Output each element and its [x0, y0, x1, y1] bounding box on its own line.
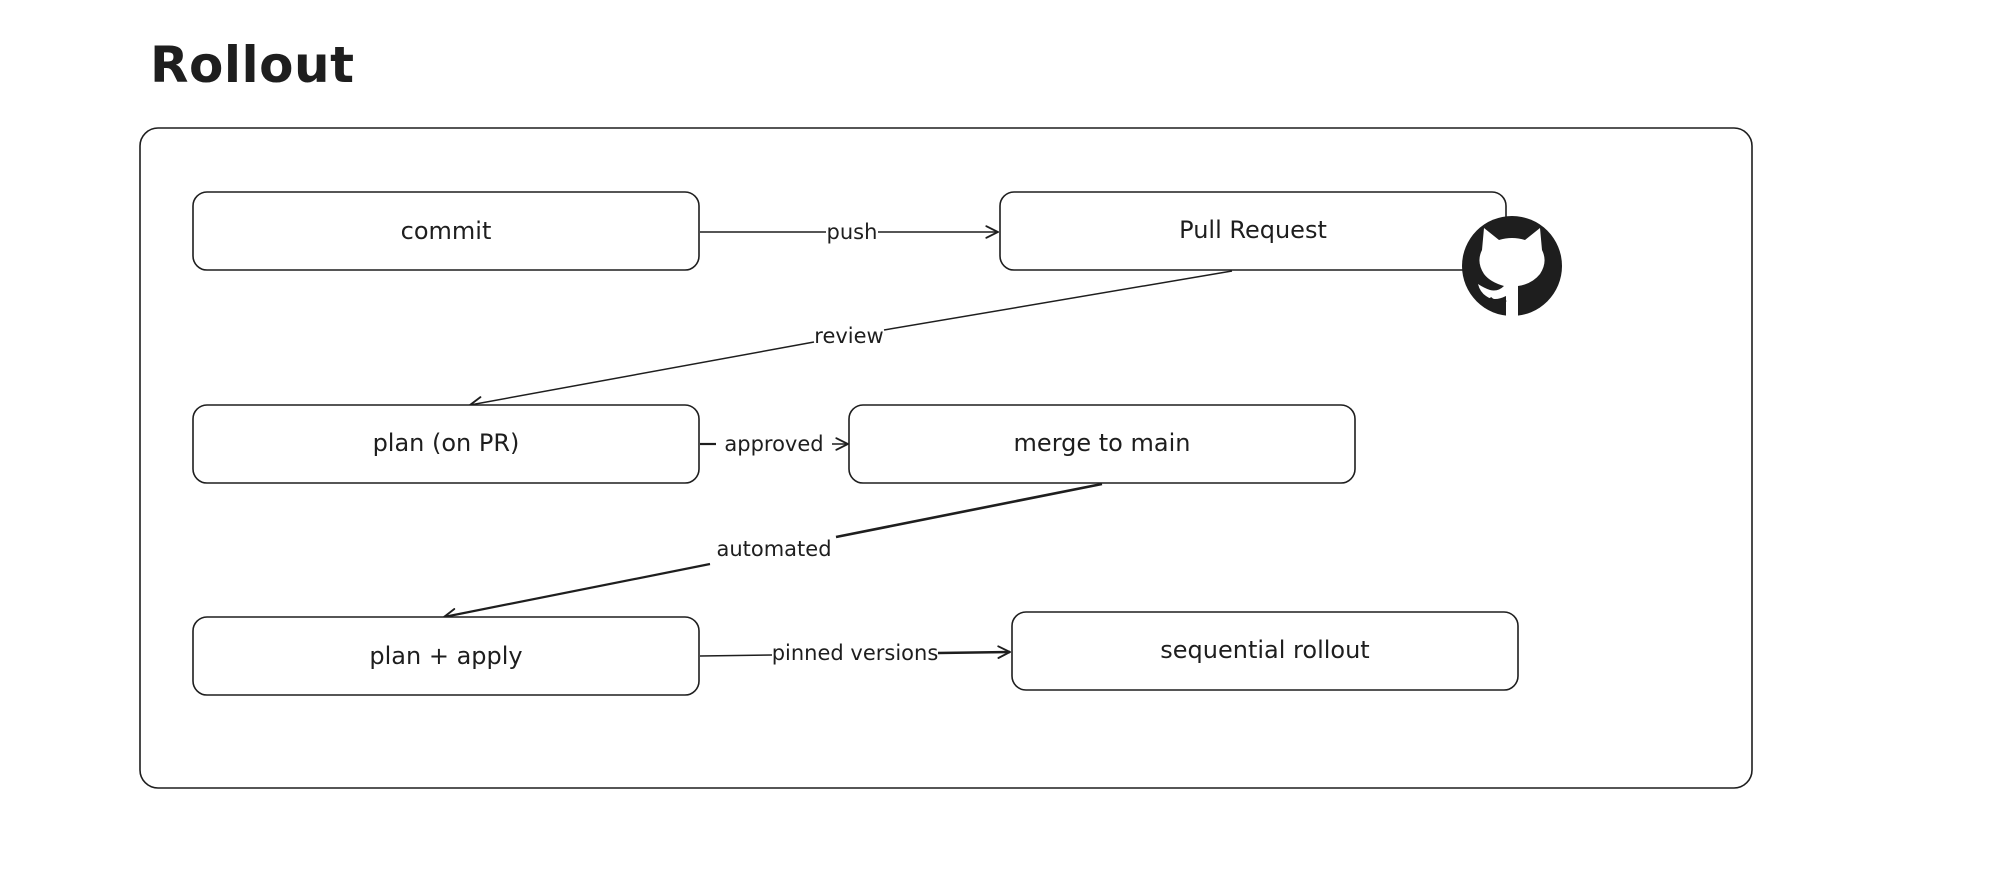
edge-label-pinned-versions: pinned versions: [772, 641, 939, 665]
node-sequential-rollout: sequential rollout: [1011, 611, 1519, 691]
edge-push: push: [700, 220, 998, 244]
node-plan-apply: plan + apply: [192, 616, 700, 696]
node-pull-request: Pull Request: [999, 191, 1507, 271]
node-label-merge-to-main: merge to main: [1014, 429, 1191, 457]
node-label-plan-apply: plan + apply: [369, 642, 522, 670]
diagram-title: Rollout: [150, 36, 355, 94]
github-icon: [1462, 216, 1562, 316]
node-plan-on-pr: plan (on PR): [192, 404, 700, 484]
edge-label-push: push: [827, 220, 878, 244]
edge-label-approved: approved: [724, 432, 823, 456]
edge-label-automated: automated: [716, 537, 831, 561]
node-merge-to-main: merge to main: [848, 404, 1356, 484]
edge-pinned-versions: pinned versions: [699, 641, 1010, 665]
edge-automated: automated: [444, 482, 1103, 617]
edge-review: review: [470, 270, 1233, 405]
node-label-sequential-rollout: sequential rollout: [1160, 636, 1369, 664]
node-label-plan-on-pr: plan (on PR): [373, 429, 520, 457]
edge-approved: approved: [700, 432, 848, 456]
node-label-pull-request: Pull Request: [1179, 216, 1327, 244]
node-label-commit: commit: [401, 217, 492, 245]
container-frame: [139, 127, 1753, 789]
node-commit: commit: [192, 191, 700, 271]
edge-label-review: review: [814, 324, 883, 348]
